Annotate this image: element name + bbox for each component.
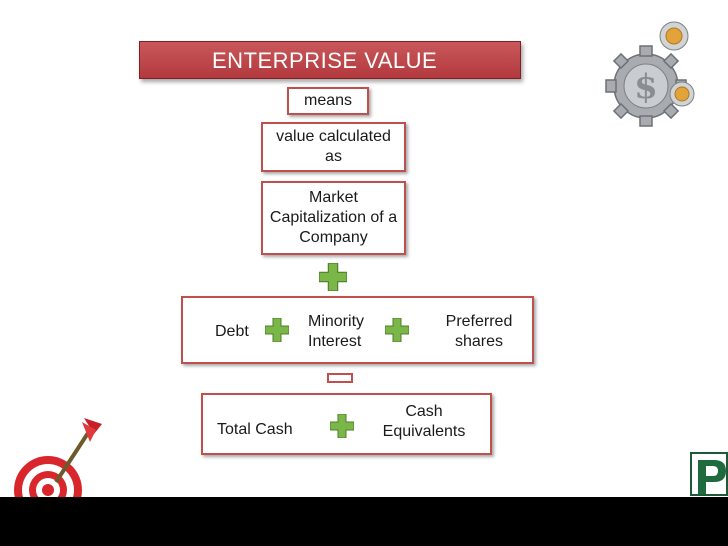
- preferred-shares-label: Preferred shares: [432, 312, 526, 352]
- market-cap-label: Market Capitalization of a Company: [269, 188, 398, 248]
- title-bar: ENTERPRISE VALUE: [139, 41, 521, 79]
- total-cash-label: Total Cash: [217, 420, 293, 440]
- value-calculated-label: value calculated as: [267, 127, 400, 167]
- means-box: means: [287, 87, 369, 115]
- p-logo: [690, 452, 728, 496]
- minority-interest-label: Minority Interest: [308, 312, 374, 352]
- footer-bar: [0, 497, 728, 546]
- market-cap-box: Market Capitalization of a Company: [261, 181, 406, 255]
- page-title: ENTERPRISE VALUE: [212, 48, 437, 73]
- dollar-gears-icon: $: [602, 16, 698, 128]
- plus-icon: [385, 318, 409, 342]
- minus-icon: [327, 373, 353, 383]
- means-label: means: [304, 91, 352, 111]
- plus-icon: [330, 414, 354, 438]
- cash-equivalents-label: Cash Equivalents: [376, 402, 472, 442]
- plus-icon: [265, 318, 289, 342]
- value-calculated-box: value calculated as: [261, 122, 406, 172]
- debt-label: Debt: [215, 322, 249, 342]
- plus-icon: [319, 263, 347, 291]
- logo-mark: [692, 454, 728, 496]
- svg-text:$: $: [634, 67, 658, 107]
